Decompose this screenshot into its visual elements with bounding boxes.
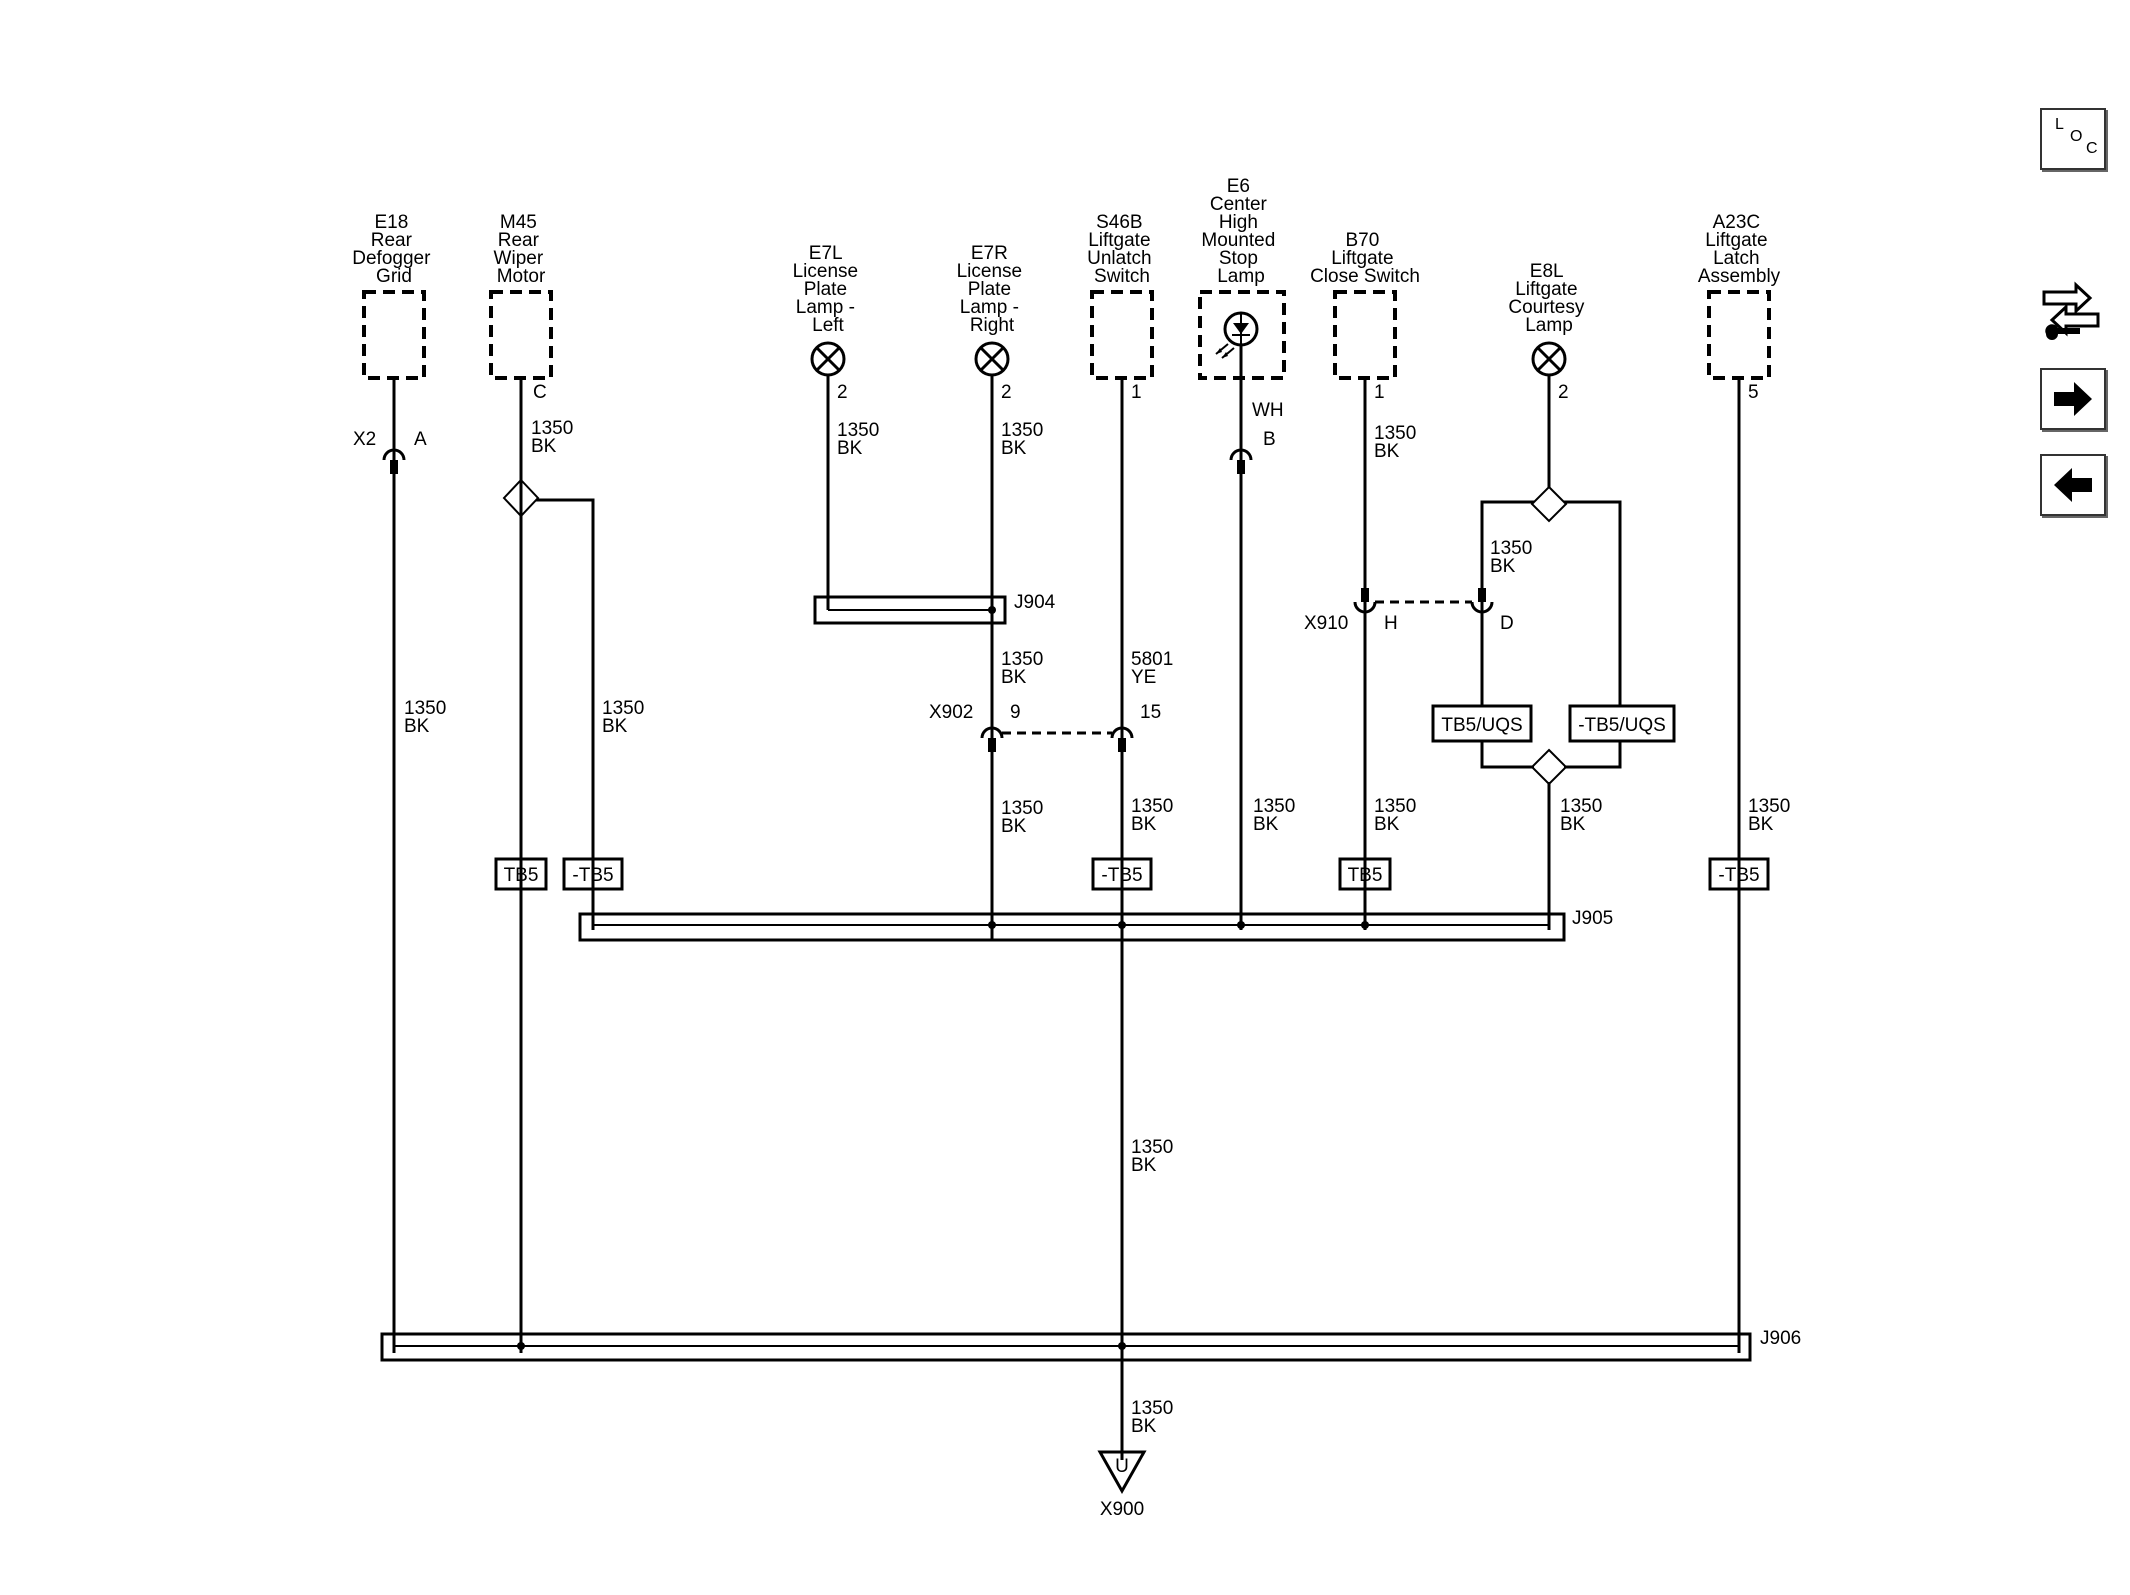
a23c-not-tb5-option: [1708, 857, 1770, 891]
svg-text:TB5: TB5: [1348, 865, 1383, 886]
arrow-left-icon: [2054, 468, 2092, 502]
m45-title: M45 Rear Wiper Motor: [494, 212, 549, 287]
a23c-component-box: [1707, 290, 1771, 380]
svg-text:-TB5: -TB5: [1101, 865, 1142, 886]
e7l-title: E7L License Plate Lamp - Left: [793, 243, 864, 336]
e6-pin-label: B: [1263, 429, 1276, 450]
svg-text:U: U: [1115, 1456, 1129, 1477]
e8l-pin-label: 2: [1558, 382, 1569, 403]
not-tb5-uqs-option: [1568, 704, 1676, 743]
e8l-right-branch: [1564, 500, 1622, 706]
j906-label: J906: [1760, 1328, 1801, 1349]
arrow-right-icon: [2054, 382, 2092, 416]
e6-title: E6 Center High Mounted Stop Lamp: [1201, 176, 1280, 287]
e8l-title: E8L Liftgate Courtesy Lamp: [1508, 261, 1589, 336]
svg-text:-TB5: -TB5: [572, 865, 613, 886]
back-button[interactable]: [2040, 454, 2106, 516]
swap-connector-icon[interactable]: [2036, 278, 2106, 348]
m45-component-box: [489, 290, 553, 380]
e18-component-box: [362, 290, 426, 380]
x902-label: X902: [929, 702, 973, 723]
x2-label: X2: [353, 429, 376, 450]
e8l-top-splice-diamond: [1530, 485, 1568, 523]
led-icon: [1215, 311, 1259, 359]
location-button[interactable]: L O C: [2040, 108, 2106, 170]
x910-pin-d: D: [1500, 613, 1514, 634]
svg-text:TB5/UQS: TB5/UQS: [1441, 715, 1522, 736]
x910-pin-h: H: [1384, 613, 1398, 634]
s46b-pin-label: 1: [1131, 382, 1142, 403]
m45-tb5-option: [494, 857, 548, 891]
x910-connector: [1353, 588, 1494, 614]
b70-tb5-option: [1338, 857, 1392, 891]
e7r-title: E7R License Plate Lamp - Right: [957, 243, 1028, 336]
a23c-pin-label: 5: [1748, 382, 1759, 403]
svg-text:TB5: TB5: [504, 865, 539, 886]
m45-splice-diamond: [502, 478, 540, 518]
x902-pin-15: 15: [1140, 702, 1161, 723]
e6-wire-color: WH: [1252, 400, 1284, 421]
e8l-bottom-splice-diamond: [1530, 748, 1568, 786]
j904-splice-pack: [813, 595, 1007, 625]
j905-label: J905: [1572, 908, 1613, 929]
e7r-pin-label: 2: [1001, 382, 1012, 403]
e8l-left-return: [1480, 741, 1534, 769]
m45-pin-label: C: [533, 382, 547, 403]
tb5-uqs-option: [1431, 704, 1533, 743]
x2-connector: [382, 448, 406, 474]
ground-symbol: U X900: [1097, 1450, 1147, 1520]
e7r-lamp-icon: [974, 341, 1010, 377]
e7l-pin-label: 2: [837, 382, 848, 403]
j905-splice-pack: [578, 912, 1566, 942]
e18-title: E18 Rear Defogger Grid: [352, 212, 435, 287]
e6-connector: [1229, 448, 1253, 474]
e18-pin-label: A: [414, 429, 427, 450]
x902-connector: [980, 726, 1134, 752]
a23c-title: A23C Liftgate Latch Assembly: [1698, 212, 1781, 287]
b70-component-box: [1333, 290, 1397, 380]
s46b-title: S46B Liftgate Unlatch Switch: [1087, 212, 1157, 287]
svg-text:X900: X900: [1100, 1499, 1144, 1520]
m45-not-tb5-option: [562, 857, 624, 891]
b70-pin-label: 1: [1374, 382, 1385, 403]
svg-text:-TB5: -TB5: [1718, 865, 1759, 886]
j906-splice-pack: [380, 1332, 1752, 1362]
x902-pin-9: 9: [1010, 702, 1021, 723]
j904-label: J904: [1014, 592, 1056, 613]
svg-text:-TB5/UQS: -TB5/UQS: [1578, 715, 1666, 736]
b70-title: B70 Liftgate Close Switch: [1310, 230, 1420, 287]
x910-label: X910: [1304, 613, 1348, 634]
e8l-left-branch: [1480, 500, 1534, 706]
s46b-not-tb5-option: [1091, 857, 1153, 891]
e8l-lamp-icon: [1531, 341, 1567, 377]
s46b-component-box: [1090, 290, 1154, 380]
e7l-lamp-icon: [810, 341, 846, 377]
e8l-right-return: [1564, 741, 1622, 769]
m45-branch-wire: [536, 498, 595, 930]
forward-button[interactable]: [2040, 368, 2106, 430]
